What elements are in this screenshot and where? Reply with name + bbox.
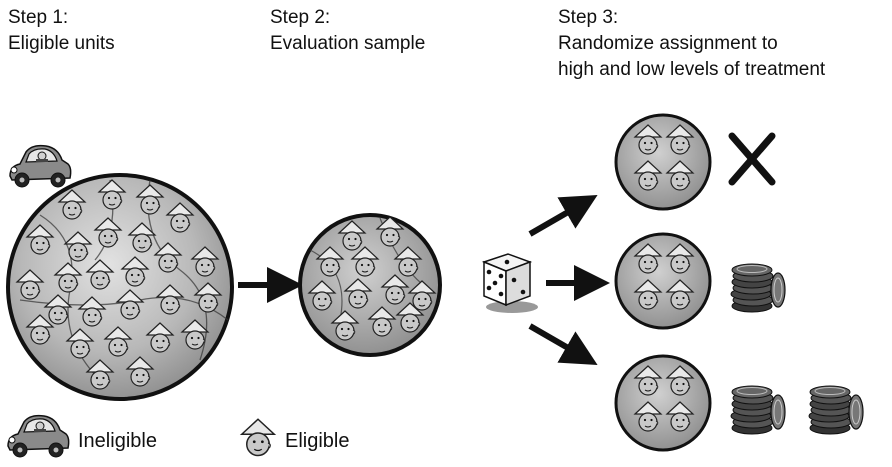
step-2-title: Step 2: [270, 7, 331, 28]
legend-ineligible-label: Ineligible [78, 430, 157, 452]
group-low-treatment [614, 232, 786, 330]
coin-stack-icon [730, 263, 786, 313]
step-2-description: Evaluation sample [270, 33, 426, 54]
step-3-title: Step 3: [558, 7, 619, 28]
x-mark-icon [728, 132, 776, 186]
evaluation-sample-circle [298, 213, 442, 357]
dice-icon [481, 253, 538, 313]
coin-stack-icon [808, 385, 864, 435]
arrow-to-high-treatment-group [528, 323, 598, 365]
step-1-description: Eligible units [8, 33, 115, 54]
coin-stack-icon [730, 385, 786, 435]
group-no-treatment [614, 113, 776, 211]
step-1-label: Step 1: Eligible units [8, 5, 115, 57]
step-3-label: Step 3: Randomize assignment to high and… [558, 5, 825, 83]
group-high-treatment [614, 354, 864, 452]
legend-eligible-label: Eligible [285, 430, 350, 452]
step-3-description-line-2: high and low levels of treatment [558, 59, 826, 80]
ineligible-unit-car-icon [9, 144, 72, 188]
step-2-label: Step 2: Evaluation sample [270, 5, 425, 57]
step-1-title: Step 1: [8, 7, 69, 28]
legend-farmer-face-icon [241, 418, 275, 457]
arrow-to-no-treatment-group [528, 195, 598, 237]
legend-car-icon [7, 414, 70, 458]
eligible-units-population [6, 173, 234, 401]
step-3-description-line-1: Randomize assignment to [558, 33, 778, 54]
